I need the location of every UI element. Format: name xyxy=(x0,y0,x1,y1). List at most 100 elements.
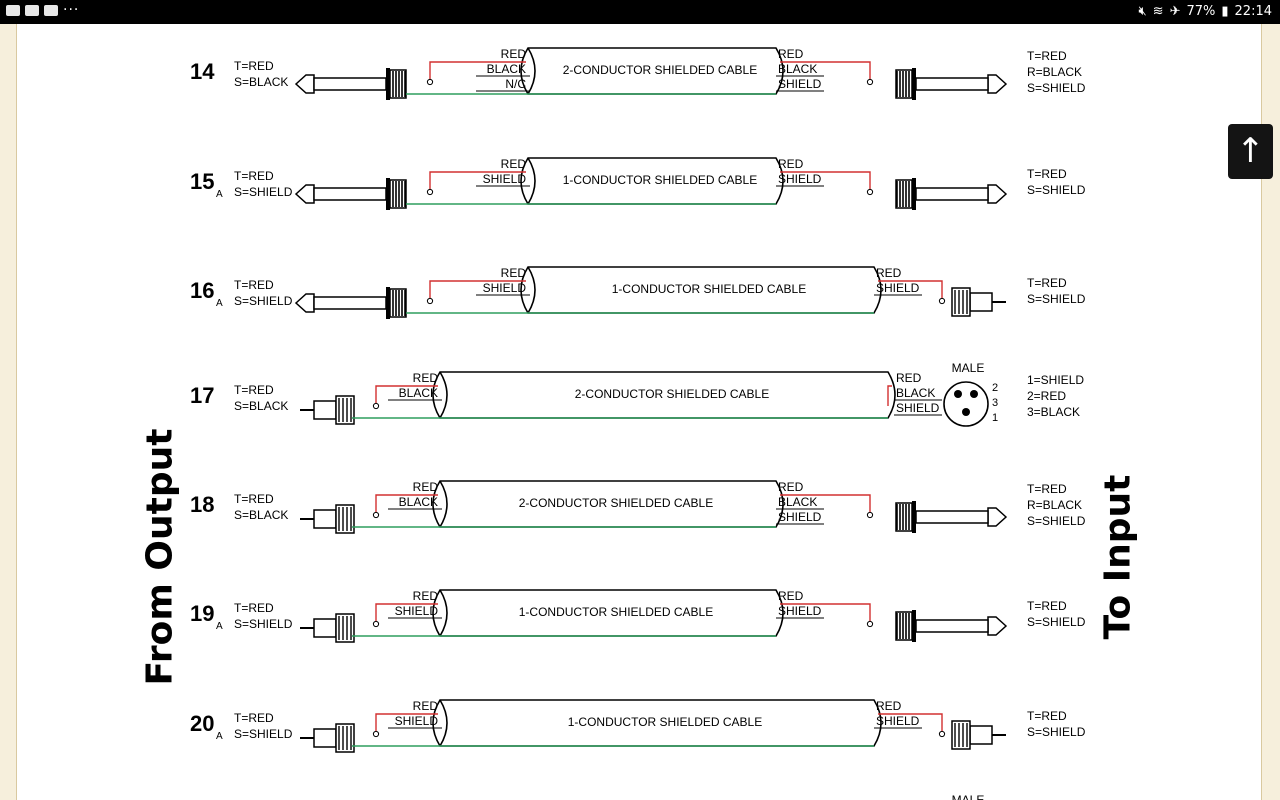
red-wire xyxy=(429,280,526,301)
cable-row-20: 20AT=REDS=SHIELDT=REDS=SHIELD1-CONDUCTOR… xyxy=(190,699,1086,753)
left-wire-label: BLACK xyxy=(487,62,526,76)
plug-body xyxy=(389,179,407,209)
solder-point xyxy=(426,78,434,86)
red-wire xyxy=(375,494,438,515)
clock: 22:14 xyxy=(1234,4,1272,19)
rca-body xyxy=(335,504,355,534)
right-pin-label: S=SHIELD xyxy=(1027,514,1086,528)
cable-sub-label: A xyxy=(216,189,223,200)
plug-sleeve xyxy=(915,510,989,524)
rca-shell xyxy=(313,509,337,529)
plug-collar xyxy=(912,178,916,210)
arrow-up-icon: ↑ xyxy=(1236,131,1265,171)
left-pin-label: T=RED xyxy=(234,492,274,506)
left-wire-label: SHIELD xyxy=(395,604,439,618)
right-pin-label: R=BLACK xyxy=(1027,65,1082,79)
solder-point xyxy=(372,511,380,519)
plug-body xyxy=(895,611,913,641)
cable-end xyxy=(439,699,448,747)
rca-shell xyxy=(969,292,993,312)
right-pin-label: R=BLACK xyxy=(1027,498,1082,512)
rca-shell xyxy=(969,725,993,745)
right-wire-label: SHIELD xyxy=(896,401,940,415)
solder-point xyxy=(866,188,874,196)
right-pin-label: S=SHIELD xyxy=(1027,292,1086,306)
plug-body xyxy=(389,288,407,318)
left-wire-label: RED xyxy=(413,699,439,713)
scroll-to-top-button[interactable]: ↑ xyxy=(1228,124,1273,179)
left-wire-label: N/C xyxy=(505,77,526,91)
cable-end xyxy=(439,371,448,419)
right-pin-label: S=SHIELD xyxy=(1027,725,1086,739)
cable-end xyxy=(527,266,536,314)
left-pin-label: T=RED xyxy=(234,59,274,73)
plug-body xyxy=(895,502,913,532)
solder-point xyxy=(866,78,874,86)
mail-icon xyxy=(6,5,20,16)
right-wire-label: SHIELD xyxy=(778,604,822,618)
plug-body xyxy=(895,179,913,209)
left-pin-label: S=BLACK xyxy=(234,508,288,522)
plug-collar xyxy=(912,501,916,533)
cable-sub-label: A xyxy=(216,731,223,742)
rca-shell xyxy=(313,728,337,748)
left-wire-label: RED xyxy=(501,47,527,61)
rca-body xyxy=(951,287,971,317)
cable-number: 20 xyxy=(190,711,214,736)
left-pin-label: S=BLACK xyxy=(234,75,288,89)
cable-row-19: 19AT=REDS=SHIELDT=REDS=SHIELD1-CONDUCTOR… xyxy=(190,589,1086,643)
left-pin-label: T=RED xyxy=(234,383,274,397)
right-pin-label: T=RED xyxy=(1027,276,1067,290)
red-wire xyxy=(780,494,871,515)
left-wire-label: RED xyxy=(413,480,439,494)
cable-number: 16 xyxy=(190,278,214,303)
right-wire-label: SHIELD xyxy=(778,510,822,524)
red-wire xyxy=(375,385,438,406)
plug-collar xyxy=(912,68,916,100)
red-wire xyxy=(429,171,526,192)
plug-collar xyxy=(912,610,916,642)
cable-end xyxy=(439,480,448,528)
red-wire xyxy=(780,61,871,82)
left-pin-label: S=BLACK xyxy=(234,399,288,413)
right-wire-label: SHIELD xyxy=(778,77,822,91)
rca-body xyxy=(335,723,355,753)
cable-sub-label: A xyxy=(216,621,223,632)
plug-tip xyxy=(294,74,315,94)
solder-point xyxy=(938,730,946,738)
left-pin-label: S=SHIELD xyxy=(234,185,293,199)
red-wire xyxy=(878,713,943,734)
cable-end xyxy=(527,157,536,205)
plug-tip xyxy=(987,507,1008,527)
left-wire-label: BLACK xyxy=(399,386,438,400)
right-wire-label: RED xyxy=(778,480,804,494)
left-wire-label: RED xyxy=(413,371,439,385)
rca-shell xyxy=(313,618,337,638)
youtube-icon xyxy=(44,5,58,16)
solder-point xyxy=(866,511,874,519)
right-wire-label: SHIELD xyxy=(876,281,920,295)
battery-percent: 77% xyxy=(1186,4,1216,19)
right-pin-label: 2=RED xyxy=(1027,389,1066,403)
plug-sleeve xyxy=(313,187,387,201)
cable-number: 19 xyxy=(190,601,214,626)
plug-tip xyxy=(987,184,1008,204)
xlr-pin-number: 1 xyxy=(992,412,998,424)
xlr-pin-number: 3 xyxy=(992,397,998,409)
red-wire xyxy=(429,61,526,82)
status-bar: ··· 🔇︎ ≋ ✈ 77% ▮ 22:14 xyxy=(0,0,1280,24)
right-pin-label: 3=BLACK xyxy=(1027,405,1080,419)
right-pin-label: S=SHIELD xyxy=(1027,183,1086,197)
plug-collar xyxy=(386,287,390,319)
from-output-label: From Output xyxy=(139,428,181,686)
battery-icon: ▮ xyxy=(1221,4,1229,19)
airplane-icon: ✈ xyxy=(1169,4,1181,19)
plug-sleeve xyxy=(915,77,989,91)
partial-xlr-label: MALE xyxy=(952,793,985,800)
right-pin-label: 1=SHIELD xyxy=(1027,373,1084,387)
xlr-pin xyxy=(970,390,978,398)
rca-body xyxy=(335,613,355,643)
